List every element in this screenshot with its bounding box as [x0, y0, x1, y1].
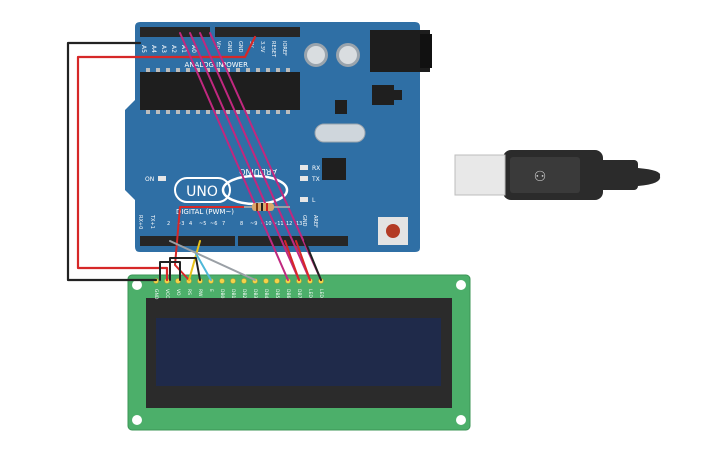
pin-label: GND — [226, 41, 232, 53]
analog-header — [140, 27, 210, 37]
brand-label: ARDUINO — [239, 167, 277, 176]
wire-resistor-red — [174, 206, 245, 281]
lcd-pin-label: DB7 — [296, 289, 302, 299]
resistor — [244, 203, 290, 211]
pin-label: ~10 — [261, 221, 272, 227]
uno-label: UNO — [186, 184, 218, 200]
wire-led-anode — [284, 240, 300, 281]
pin-label: ~6 — [210, 221, 217, 227]
on-label: ON — [145, 176, 154, 183]
wire-jumper-black-2 — [169, 257, 201, 281]
pin-label: A1 — [180, 45, 187, 53]
usb-symbol-icon: ⚇ — [534, 169, 547, 185]
pin-label: RESET — [270, 41, 276, 58]
pin-label: Vin — [215, 41, 221, 49]
lcd-pin-label: DB1 — [230, 289, 236, 299]
wire-rs-yellow — [188, 240, 201, 281]
pin-label: 7 — [222, 221, 225, 227]
lcd-pin-label: GND — [153, 289, 159, 300]
wire-db6 — [199, 32, 311, 281]
lcd-pin-label: VCC — [164, 289, 170, 298]
pin-label: ~9 — [250, 221, 257, 227]
digital-header-low — [140, 236, 235, 246]
lcd-pin-label: LED — [307, 289, 313, 298]
wire-led-gnd — [304, 240, 322, 281]
wire-db4 — [179, 32, 289, 281]
pin-label: A5 — [140, 45, 147, 53]
pin-label: 4 — [189, 221, 192, 227]
wire-db7 — [209, 32, 322, 281]
pin-label: 12 — [286, 221, 292, 227]
lcd-pin-label: DB3 — [252, 289, 258, 299]
l-led — [300, 197, 308, 202]
pin-label: ~5 — [199, 221, 206, 227]
pin-label: A0 — [190, 45, 197, 53]
wire-gray — [169, 240, 256, 281]
wire-5v-red — [76, 35, 257, 282]
wire-db5 — [189, 32, 300, 281]
lcd-pin-label: DB2 — [241, 289, 247, 299]
pin-label: 8 — [240, 221, 243, 227]
pin-label: GND — [301, 215, 307, 227]
power-header — [215, 27, 300, 37]
tx-label: TX — [311, 176, 320, 183]
lcd-screen — [156, 318, 441, 386]
pin-label: A3 — [160, 45, 167, 53]
pin-label: RX+0 — [137, 215, 143, 229]
wire-e-cyan — [194, 251, 212, 281]
pin-label: ~11 — [273, 221, 284, 227]
rx-led — [300, 165, 308, 170]
digital-label: DIGITAL (PWM~) — [176, 208, 234, 216]
pin-label: GND — [237, 41, 243, 53]
rx-label: RX — [312, 165, 320, 172]
pin-label: AREF — [312, 215, 318, 228]
wire-gnd-black — [66, 41, 158, 282]
lcd-pin-label: DB6 — [285, 289, 291, 299]
lcd-16x2-module: GND VCC VO RS RW E DB0 DB1 DB2 DB3 DB4 D… — [127, 274, 471, 431]
lcd-pin-label: LED — [318, 289, 324, 298]
wire-led — [295, 240, 311, 281]
pin-label: 2 — [167, 221, 170, 227]
pin-label: IOREF — [281, 41, 287, 56]
lcd-pin-label: DB5 — [274, 289, 280, 299]
pin-label: A4 — [150, 45, 157, 53]
pin-label: ~3 — [177, 221, 184, 227]
on-led — [158, 176, 166, 181]
tx-led — [300, 176, 308, 181]
lcd-pin-label: VO — [175, 289, 181, 296]
lcd-pin-label: RW — [197, 289, 203, 297]
lcd-pin-label: DB0 — [219, 289, 225, 299]
pin-label: A2 — [170, 45, 177, 53]
usb-cable: ⚇ — [454, 150, 661, 200]
l-label: L — [312, 197, 316, 204]
power-label: POWER — [222, 61, 248, 69]
pin-label: 3.3V — [259, 41, 265, 53]
lcd-pin-label: RS — [186, 289, 192, 295]
arduino-uno-board: ANALOG IN POWER UNO ARDUINO DIGITAL (PWM… — [125, 22, 432, 252]
pin-label: TX+1 — [149, 214, 155, 229]
pin-label: 13 — [296, 221, 302, 227]
lcd-pin-label: DB4 — [263, 289, 269, 299]
lcd-pin-label: E — [208, 289, 214, 292]
